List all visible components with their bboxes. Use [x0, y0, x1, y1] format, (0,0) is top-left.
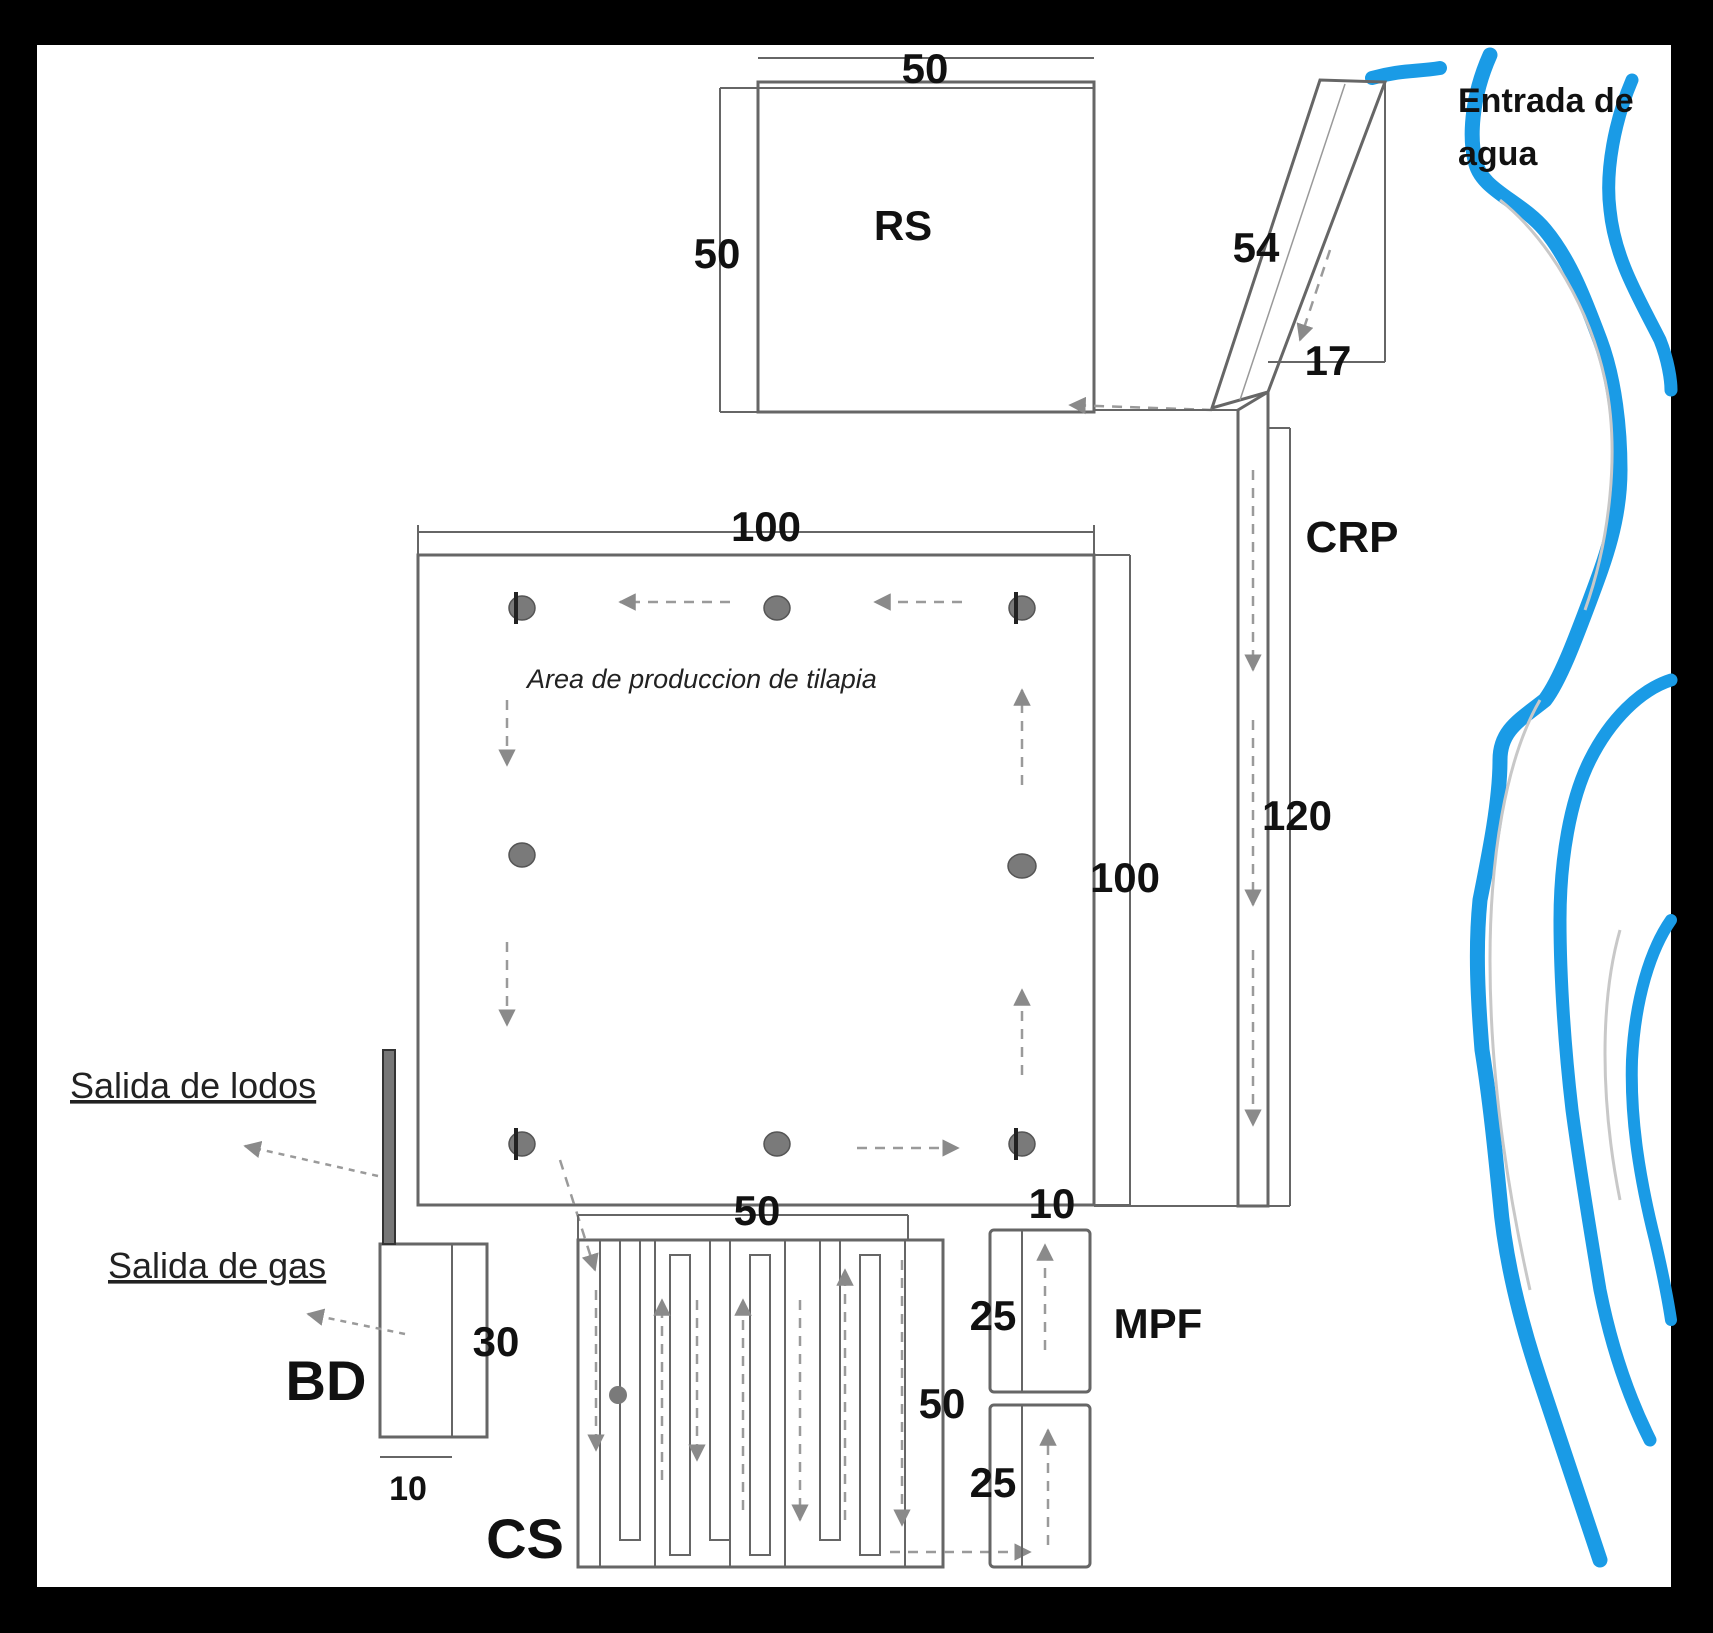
bd-box	[378, 1242, 489, 1439]
tank-height-label: 100	[1090, 854, 1160, 901]
river-bank-middle	[1553, 673, 1678, 1447]
aerator	[1008, 595, 1036, 621]
rs-label: RS	[874, 202, 932, 249]
gas-outlet-label: Salida de gas	[108, 1245, 326, 1286]
bd-label: BD	[286, 1349, 367, 1412]
rs-height-label: 50	[694, 230, 741, 277]
rs-width-label: 50	[902, 45, 949, 92]
river-bank-left	[1464, 47, 1628, 1568]
river	[1365, 47, 1678, 1568]
cs-aerator	[609, 1386, 627, 1404]
cs-box	[576, 1238, 945, 1569]
aerator	[508, 1131, 536, 1157]
drawing-area	[37, 45, 1671, 1587]
mpf-filters	[988, 1228, 1092, 1569]
river-bank-upper-right	[1602, 73, 1678, 397]
inlet-channel	[1209, 78, 1388, 411]
river-inlet-mark	[1365, 61, 1447, 85]
tilapia-tank	[416, 525, 1131, 1207]
mpf-bottom-box	[988, 1403, 1092, 1569]
crp-label: CRP	[1306, 513, 1399, 562]
rs-box	[756, 80, 1096, 414]
mpf-flow-arrows	[1036, 1243, 1057, 1545]
crp-width-label: 10	[1029, 1180, 1076, 1227]
aerators	[508, 595, 1037, 1157]
water-inlet-label-line1: Entrada de	[1458, 82, 1634, 120]
cs-settling-tank	[576, 1214, 945, 1569]
bd-biodigester	[378, 1242, 489, 1458]
mpf-top-height-label: 25	[970, 1292, 1017, 1339]
aerator	[763, 1131, 791, 1157]
sludge-pipe	[382, 1049, 396, 1245]
mpf-bottom-height-label: 25	[970, 1459, 1017, 1506]
aerator	[763, 595, 791, 621]
tank-width-label: 100	[731, 503, 801, 550]
inlet-channel-length-label: 54	[1233, 224, 1280, 271]
cs-label: CS	[486, 1507, 564, 1570]
aerator	[1007, 853, 1037, 879]
inlet-drop-label: 17	[1305, 337, 1352, 384]
cs-height-label: 50	[919, 1380, 966, 1427]
outlet-arrows	[243, 1140, 406, 1336]
tilapia-area-label: Area de produccion de tilapia	[525, 664, 877, 694]
sludge-outlet-label: Salida de lodos	[70, 1065, 316, 1106]
mpf-label: MPF	[1114, 1300, 1203, 1347]
bd-width-label: 10	[389, 1470, 427, 1508]
aerator	[1008, 1131, 1036, 1157]
bd-height-label: 30	[473, 1318, 520, 1365]
aerator	[508, 595, 536, 621]
tank-flow-arrows	[498, 593, 1031, 1272]
cs-flow-arrows	[587, 1260, 1032, 1561]
aerator-stems	[514, 592, 1018, 1160]
mpf-top-box	[988, 1228, 1092, 1394]
tilapia-tank-box	[416, 553, 1096, 1207]
rs-reservoir	[719, 57, 1096, 414]
cs-width-label: 50	[734, 1187, 781, 1234]
crp-length-label: 120	[1262, 792, 1332, 839]
river-bank-inner	[1625, 914, 1677, 1326]
aerator	[508, 842, 536, 868]
water-inlet-label-line2: agua	[1458, 135, 1538, 173]
river-thin-outline	[1488, 198, 1622, 1291]
crp-canal	[1094, 389, 1291, 1208]
